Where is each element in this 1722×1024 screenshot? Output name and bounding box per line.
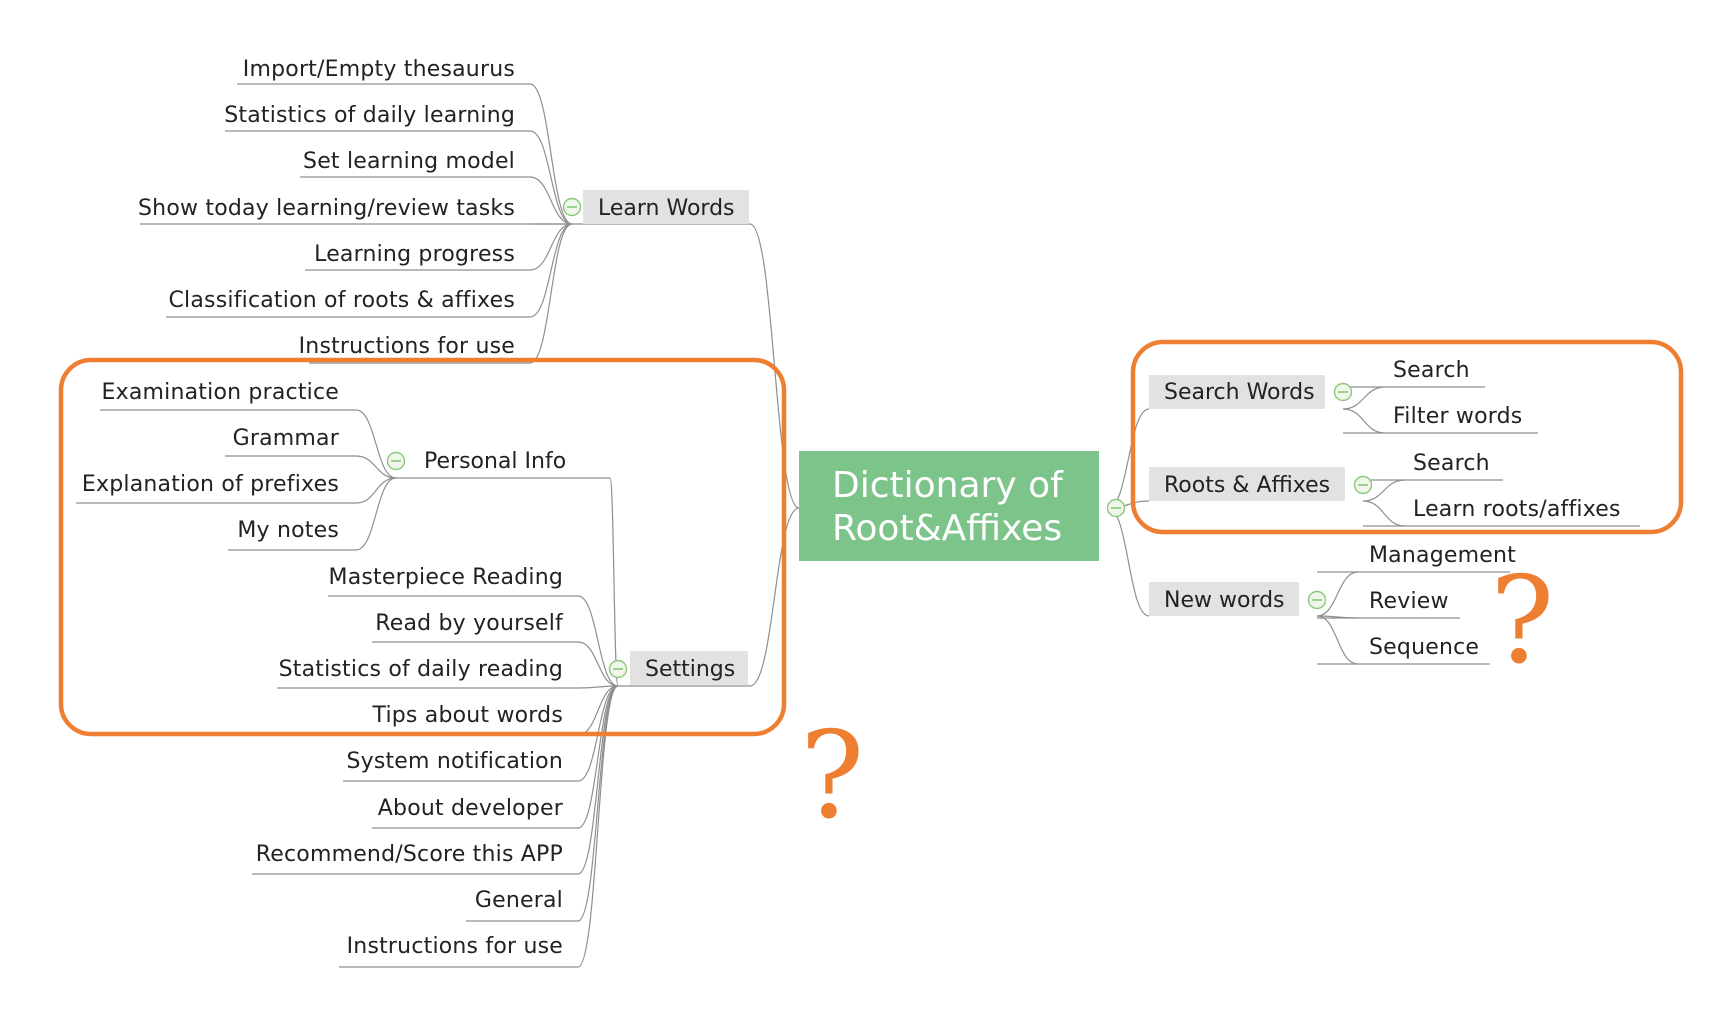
connector-line [577, 685, 619, 829]
branch-label-learn-words: Learn Words [598, 196, 735, 221]
connector-line [1362, 479, 1406, 502]
connector-line [529, 223, 573, 318]
leaf-recommend-score-app[interactable]: Recommend/Score this APP [256, 842, 563, 867]
branch-personal-info[interactable]: Personal Info [424, 449, 566, 474]
leaf-management[interactable]: Management [1369, 543, 1516, 568]
leaf-grammar[interactable]: Grammar [233, 426, 340, 451]
leaf-show-today-tasks[interactable]: Show today learning/review tasks [138, 196, 515, 221]
leaf-search[interactable]: Search [1393, 358, 1470, 383]
leaves-new-words: Management Review Sequence [1369, 543, 1516, 660]
connector-line [355, 477, 397, 504]
collapse-toggle-icon[interactable] [1353, 475, 1373, 495]
highlight-box-right [1130, 339, 1684, 535]
collapse-toggle-icon[interactable] [1307, 590, 1327, 610]
connector-line [577, 641, 619, 687]
question-mark-annotation: ? [1490, 552, 1554, 691]
connector-line [355, 455, 397, 479]
branch-roots-affixes[interactable]: Roots & Affixes [1149, 467, 1345, 501]
leaves-roots-affixes: Search Learn roots/affixes [1413, 451, 1621, 522]
connector-line [1316, 571, 1359, 617]
leaf-statistics-daily-learning[interactable]: Statistics of daily learning [224, 103, 515, 128]
connector-line [1342, 408, 1386, 434]
branch-box-settings[interactable] [630, 651, 748, 685]
leaf-learning-progress[interactable]: Learning progress [314, 242, 515, 267]
branch-label-new-words: New words [1164, 588, 1285, 613]
branch-label-personal-info: Personal Info [424, 449, 566, 474]
connector-line [609, 477, 619, 687]
leaf-masterpiece-reading[interactable]: Masterpiece Reading [329, 565, 563, 590]
leaf-instructions-for-use-settings[interactable]: Instructions for use [347, 934, 563, 959]
connector-line [529, 130, 573, 225]
leaf-examination-practice[interactable]: Examination practice [102, 380, 339, 405]
connector-line [577, 685, 619, 968]
branch-label-search-words: Search Words [1164, 380, 1315, 405]
connector-line [577, 595, 619, 687]
branch-learn-words[interactable]: Learn Words [583, 190, 749, 224]
branch-box-new-words[interactable] [1149, 582, 1299, 616]
connector-line [355, 477, 397, 551]
leaf-import-empty-thesaurus[interactable]: Import/Empty thesaurus [243, 57, 515, 82]
leaf-review[interactable]: Review [1369, 589, 1449, 614]
connector-line [1316, 615, 1359, 665]
leaf-general[interactable]: General [475, 888, 563, 913]
leaf-instructions-for-use-learn[interactable]: Instructions for use [299, 334, 515, 359]
central-topic-line1: Dictionary of [832, 465, 1064, 506]
connector-line [577, 685, 619, 689]
connector-line [749, 507, 800, 687]
central-topic-line2: Root&Affixes [832, 508, 1062, 549]
highlight-box-left [58, 357, 787, 737]
connector-line [577, 685, 619, 875]
leaf-about-developer[interactable]: About developer [378, 796, 564, 821]
connector-line [529, 83, 573, 225]
connector-line [529, 223, 573, 271]
connector-line [1362, 500, 1406, 527]
branch-search-words[interactable]: Search Words [1149, 375, 1325, 409]
collapse-toggle-icon[interactable] [386, 451, 406, 471]
question-mark-annotation: ? [800, 707, 864, 846]
connector-line [355, 409, 397, 479]
collapse-toggle-icon[interactable] [1333, 382, 1353, 402]
leaf-tips-about-words[interactable]: Tips about words [371, 703, 563, 728]
connector-line [577, 685, 619, 922]
central-topic[interactable]: Dictionary of Root&Affixes [799, 451, 1099, 561]
connector-line [1107, 408, 1150, 509]
branch-label-roots-affixes: Roots & Affixes [1164, 473, 1330, 498]
connector-line [529, 176, 573, 225]
leaf-set-learning-model[interactable]: Set learning model [303, 149, 515, 174]
leaves-personal-info: Examination practice Grammar Explanation… [82, 380, 340, 543]
leaf-search-roots[interactable]: Search [1413, 451, 1490, 476]
connector-line [529, 223, 573, 364]
leaf-statistics-daily-reading[interactable]: Statistics of daily reading [279, 657, 563, 682]
branch-box-roots-affixes[interactable] [1149, 467, 1345, 501]
leaves-learn-words: Import/Empty thesaurus Statistics of dai… [138, 57, 515, 359]
branch-box-learn-words[interactable] [583, 190, 749, 224]
leaf-sequence[interactable]: Sequence [1369, 635, 1479, 660]
leaf-learn-roots-affixes[interactable]: Learn roots/affixes [1413, 497, 1621, 522]
connector-line [1342, 386, 1386, 410]
branch-box-search-words[interactable] [1149, 375, 1325, 409]
leaf-classification-roots-affixes[interactable]: Classification of roots & affixes [169, 288, 516, 313]
leaf-filter-words[interactable]: Filter words [1393, 404, 1522, 429]
collapse-toggle-icon[interactable] [562, 197, 582, 217]
leaves-search-words: Search Filter words [1393, 358, 1522, 429]
branch-settings[interactable]: Settings [630, 651, 748, 685]
leaf-system-notification[interactable]: System notification [346, 749, 563, 774]
collapse-toggle-icon[interactable] [1106, 498, 1126, 518]
leaf-my-notes[interactable]: My notes [237, 518, 339, 543]
central-topic-box[interactable] [799, 451, 1099, 561]
branch-new-words[interactable]: New words [1149, 582, 1299, 616]
leaf-explanation-of-prefixes[interactable]: Explanation of prefixes [82, 472, 339, 497]
leaf-read-by-yourself[interactable]: Read by yourself [375, 611, 564, 636]
branch-label-settings: Settings [645, 657, 735, 682]
leaves-settings: Masterpiece Reading Read by yourself Sta… [256, 565, 564, 959]
collapse-toggle-icon[interactable] [608, 659, 628, 679]
